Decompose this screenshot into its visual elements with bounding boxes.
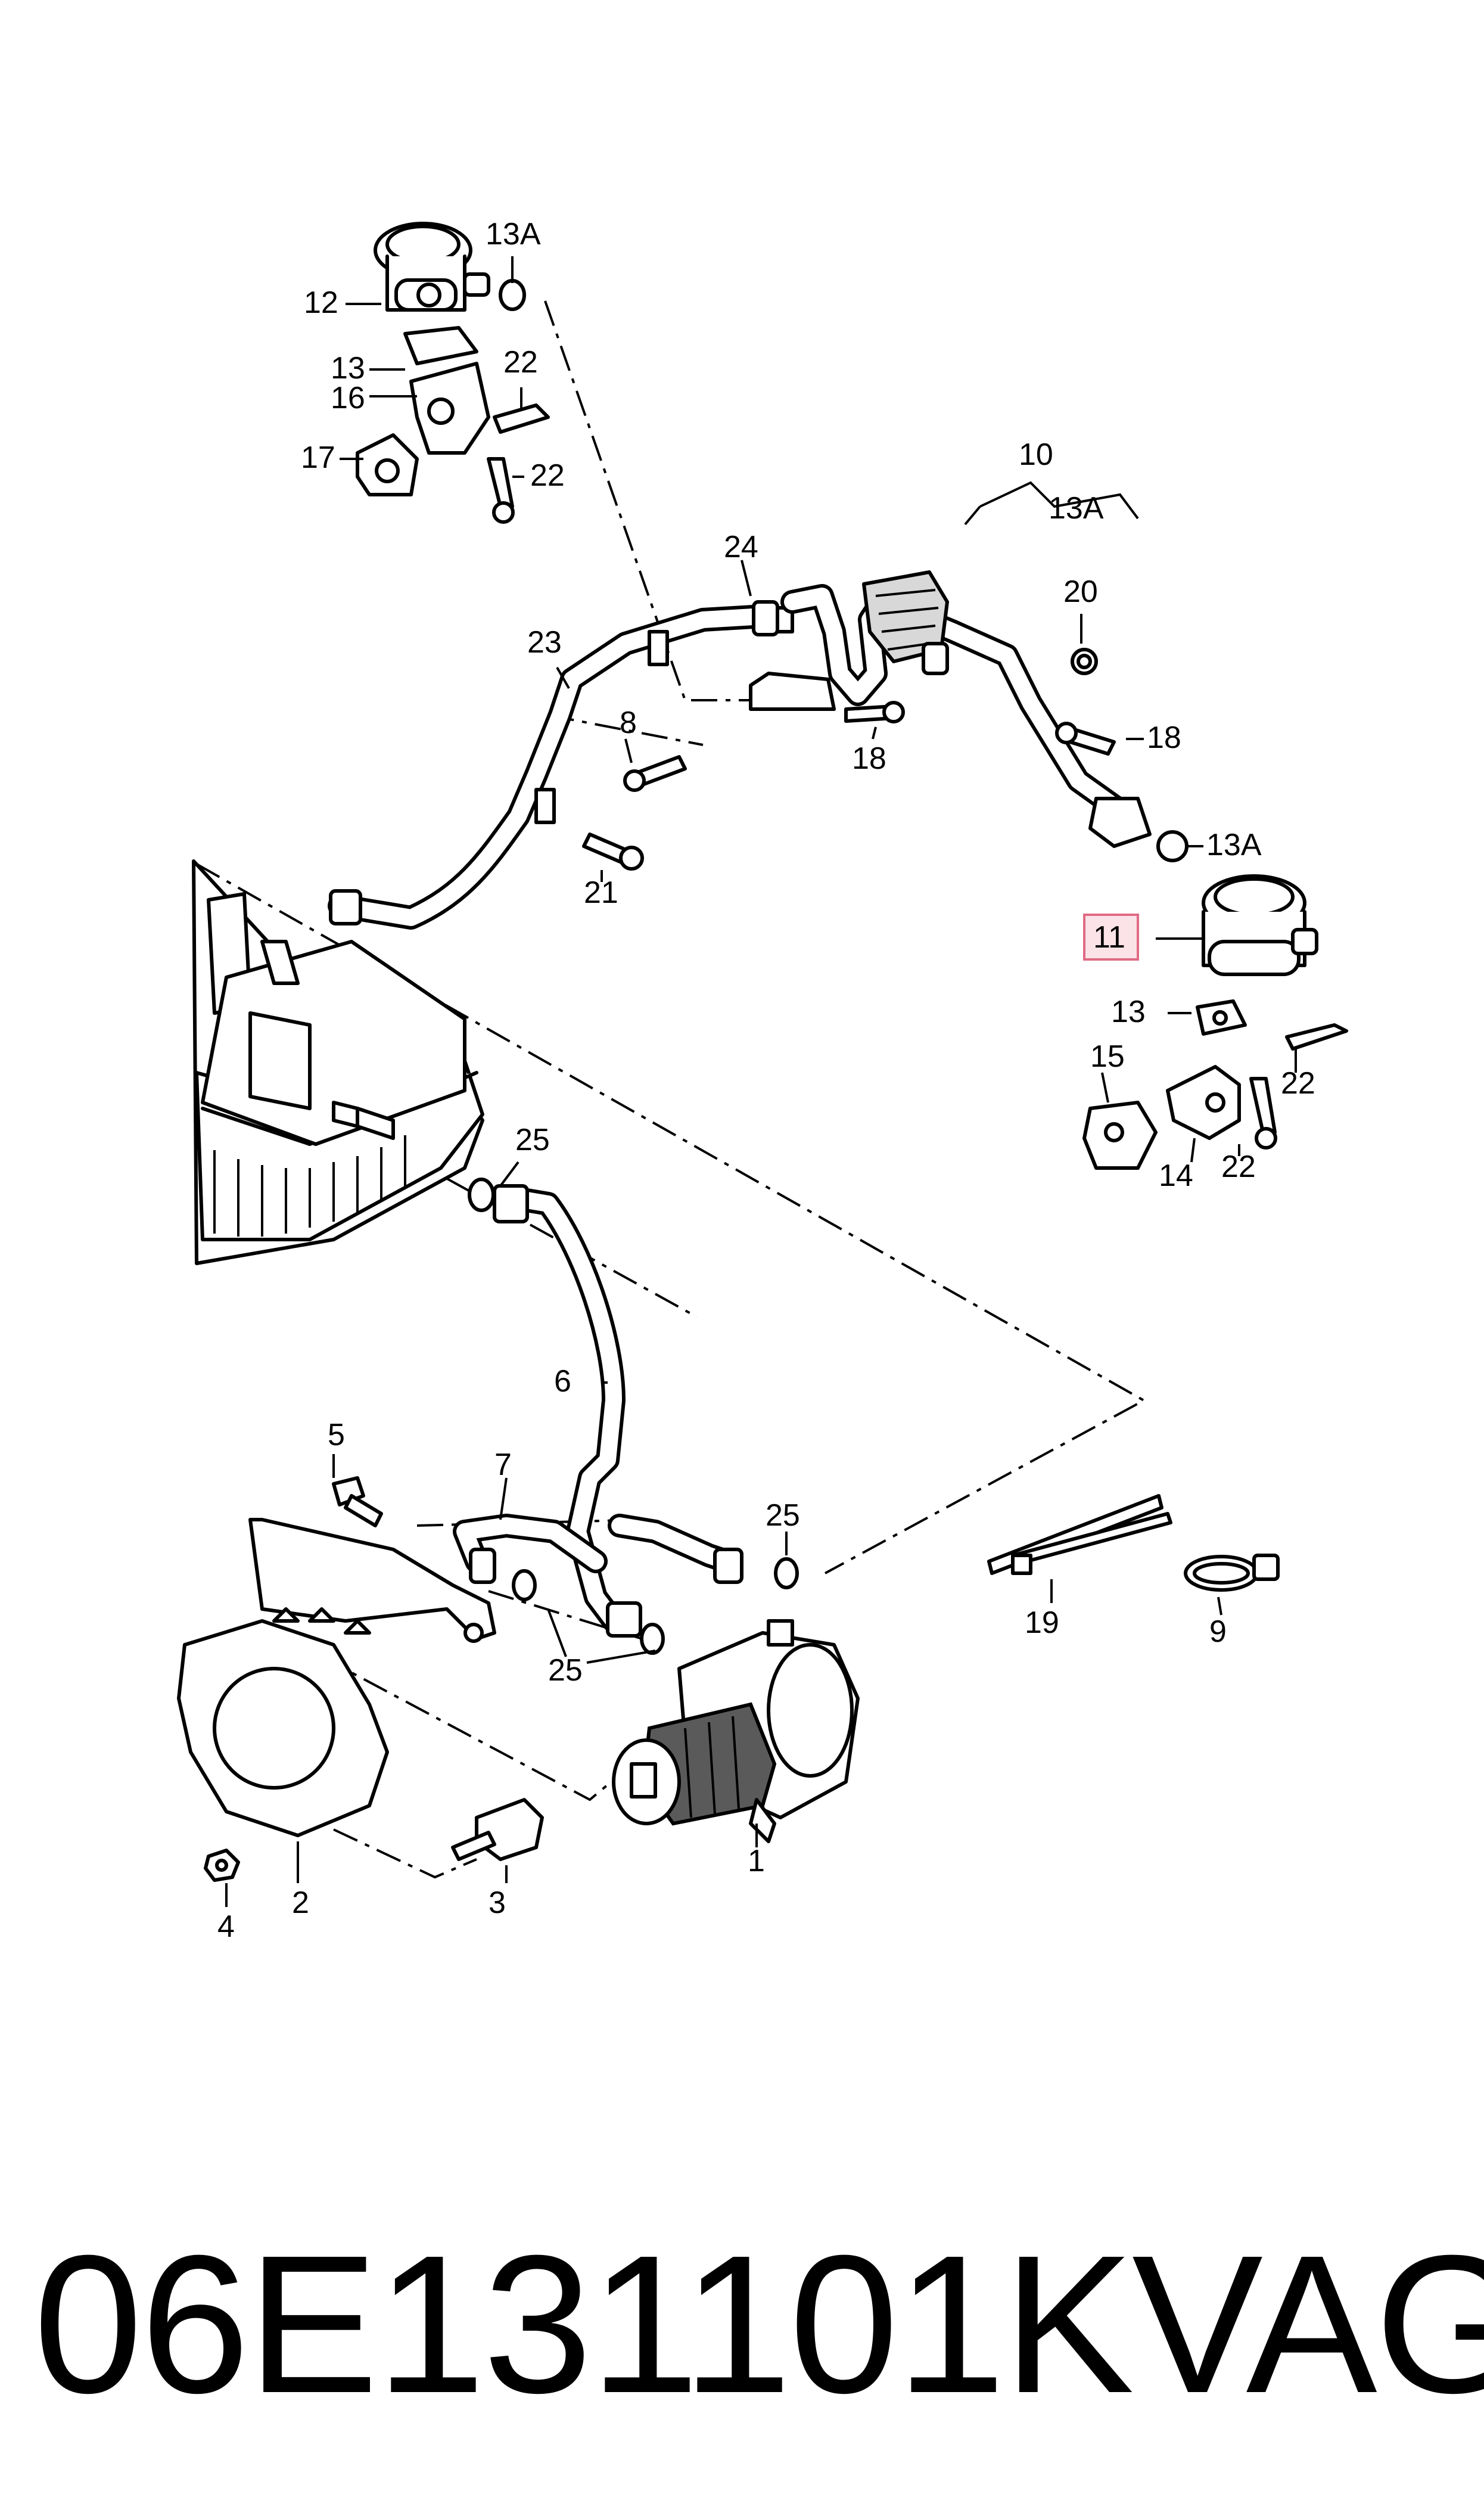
label-22-right1: 22 <box>1281 1066 1315 1101</box>
combi-valve-12 <box>356 222 550 524</box>
bolts <box>582 648 1116 871</box>
label-25-low: 25 <box>548 1653 583 1688</box>
label-6: 6 <box>554 1364 571 1399</box>
connector-3 <box>451 1798 544 1861</box>
label-2: 2 <box>292 1886 309 1920</box>
label-24: 24 <box>724 530 758 564</box>
label-10: 10 <box>1019 437 1053 472</box>
label-16: 16 <box>331 381 365 415</box>
combi-valve-11 <box>1082 874 1348 1170</box>
o-rings <box>468 279 1189 1655</box>
nut-4 <box>204 1849 240 1882</box>
hose-7 <box>453 1514 743 1584</box>
engine-block <box>192 859 484 1265</box>
secondary-air-pump-1 <box>612 1619 860 1843</box>
label-15: 15 <box>1090 1039 1125 1074</box>
label-1: 1 <box>748 1844 765 1878</box>
label-13A-top: 13A <box>486 217 541 251</box>
label-11: 11 <box>1093 920 1125 955</box>
label-3: 3 <box>489 1886 506 1920</box>
label-14: 14 <box>1159 1158 1193 1193</box>
label-13A-bracket: 13A <box>1049 491 1104 526</box>
label-25-mid: 25 <box>766 1498 800 1533</box>
label-20: 20 <box>1063 574 1098 609</box>
secondary-air-pipe-23 <box>328 605 766 930</box>
hose-clamp-9 <box>1184 1554 1280 1592</box>
label-18-right: 18 <box>1147 720 1181 755</box>
brand-name: VAG <box>1132 2214 1484 2434</box>
mounting-bracket-2 <box>177 1518 496 1837</box>
label-13-top: 13 <box>331 351 365 386</box>
callout-labels: 13A 12 13 22 16 17 22 10 13A 24 20 23 8 … <box>217 217 1315 1944</box>
secondary-air-pipe-10 <box>749 570 1152 848</box>
label-19: 19 <box>1025 1605 1059 1640</box>
connector-24 <box>752 600 794 636</box>
bolt-5 <box>332 1476 383 1527</box>
label-22-top1: 22 <box>503 345 538 380</box>
label-4: 4 <box>217 1909 235 1944</box>
bracket-lines <box>964 481 1139 526</box>
label-13A-mid: 13A <box>1206 828 1262 862</box>
label-12: 12 <box>304 285 338 320</box>
leader-lines <box>225 256 1297 1907</box>
label-22-right2: 22 <box>1221 1150 1256 1184</box>
label-21: 21 <box>584 875 618 910</box>
label-13-right: 13 <box>1111 995 1146 1029</box>
highlight-box-11 <box>1083 914 1139 961</box>
cable-tie-19 <box>987 1494 1172 1575</box>
part-number: 06E131101K <box>33 2214 1134 2434</box>
label-8: 8 <box>620 706 637 740</box>
label-18-mid: 18 <box>852 741 886 776</box>
label-25-top: 25 <box>515 1123 550 1157</box>
label-22-top2: 22 <box>530 458 565 493</box>
hose-6 <box>493 1184 642 1638</box>
label-7: 7 <box>494 1448 512 1482</box>
label-23: 23 <box>527 625 562 660</box>
label-17: 17 <box>301 440 335 475</box>
label-9: 9 <box>1209 1614 1227 1649</box>
label-5: 5 <box>328 1418 345 1452</box>
